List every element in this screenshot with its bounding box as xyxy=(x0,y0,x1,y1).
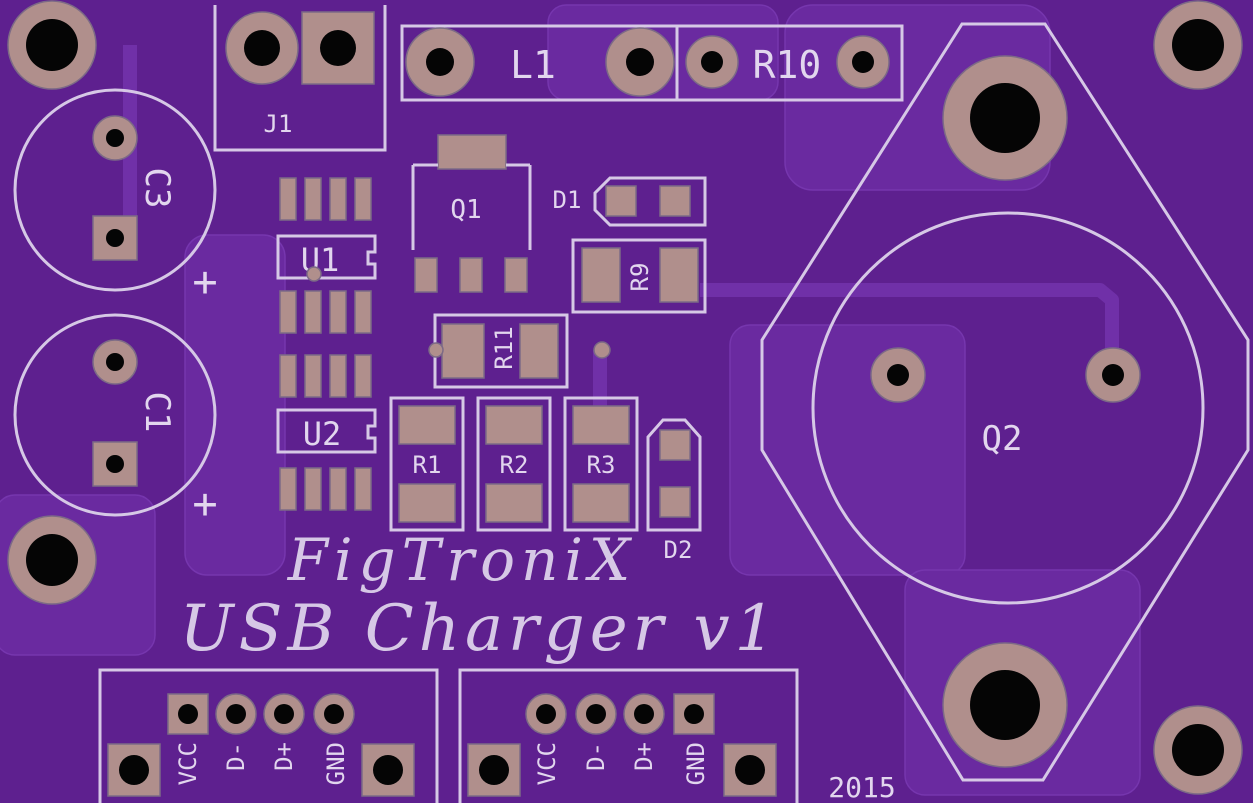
j1-label: J1 xyxy=(264,110,293,138)
usb2-dminus-label: D- xyxy=(582,742,610,771)
r10-label: R10 xyxy=(753,43,822,87)
r11-label: R11 xyxy=(490,326,518,369)
c1-capacitor: C1 + xyxy=(13,313,218,528)
usb2-gnd-label: GND xyxy=(682,742,710,785)
l1-label: L1 xyxy=(510,43,556,87)
r3-label: R3 xyxy=(587,451,616,479)
usb1-dminus-label: D- xyxy=(222,742,250,771)
usb2-dplus-label: D+ xyxy=(630,742,658,771)
q1-label: Q1 xyxy=(450,195,481,225)
r9-resistor: R9 xyxy=(571,238,707,314)
q2-transistor: Q2 xyxy=(760,22,1250,782)
c3-plus: + xyxy=(192,257,217,306)
usb1-gnd-label: GND xyxy=(322,742,350,785)
q2-label: Q2 xyxy=(982,419,1023,459)
r1-label: R1 xyxy=(413,451,442,479)
usb2-vcc-label: VCC xyxy=(533,742,561,785)
board-title: USB Charger v1 xyxy=(180,592,781,666)
c3-label: C3 xyxy=(137,168,177,209)
year-label: 2015 xyxy=(828,771,895,803)
d1-diode: D1 xyxy=(553,176,707,227)
c3-capacitor: C3 + xyxy=(13,88,218,306)
brand-logo: FigTroniX xyxy=(287,526,636,594)
q1-transistor: Q1 xyxy=(411,134,532,293)
r9-label: R9 xyxy=(626,263,654,292)
j1-connector: J1 xyxy=(213,5,387,152)
c1-label: C1 xyxy=(137,392,177,433)
d2-label: D2 xyxy=(664,536,693,564)
c1-plus: + xyxy=(192,479,217,528)
d1-label: D1 xyxy=(553,186,582,214)
u1-ic: U1 xyxy=(276,177,377,334)
u2-label: U2 xyxy=(303,415,342,453)
r2-resistor: R2 xyxy=(476,396,552,532)
usb1-vcc-label: VCC xyxy=(174,742,202,785)
mounting-holes xyxy=(7,0,1243,795)
r2-label: R2 xyxy=(500,451,529,479)
u2-ic: U2 xyxy=(276,354,377,511)
r11-resistor: R11 xyxy=(428,313,611,389)
usb1-dplus-label: D+ xyxy=(270,742,298,771)
usb-port-2: VCC D- D+ GND xyxy=(458,668,799,803)
r3-resistor: R3 xyxy=(563,396,639,532)
d2-diode: D2 xyxy=(646,418,702,564)
usb-port-1: VCC D- D+ GND xyxy=(98,668,439,803)
l1-r10-footprint: L1 R10 xyxy=(400,24,904,102)
r1-resistor: R1 xyxy=(389,396,465,532)
